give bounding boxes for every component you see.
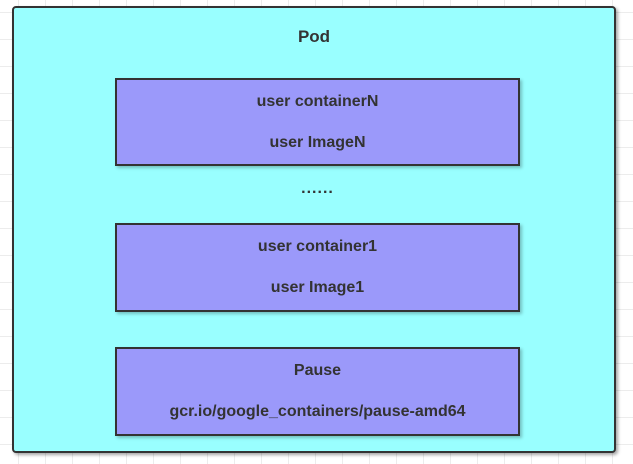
container-1-name: user container1 — [257, 238, 378, 255]
pod-title: Pod — [297, 27, 331, 46]
container-n-image: user ImageN — [269, 133, 366, 151]
pause-container-name: Pause — [293, 362, 342, 379]
container-1-box: user container1 user Image1 — [115, 223, 520, 312]
pause-container-box: Pause gcr.io/google_containers/pause-amd… — [115, 347, 520, 436]
ellipsis-text: ...... — [301, 180, 334, 197]
container-n-name: user containerN — [256, 92, 379, 110]
pause-container-image: gcr.io/google_containers/pause-amd64 — [169, 403, 466, 420]
container-n-box: user containerN user ImageN — [115, 78, 520, 166]
container-1-image: user Image1 — [270, 279, 365, 296]
